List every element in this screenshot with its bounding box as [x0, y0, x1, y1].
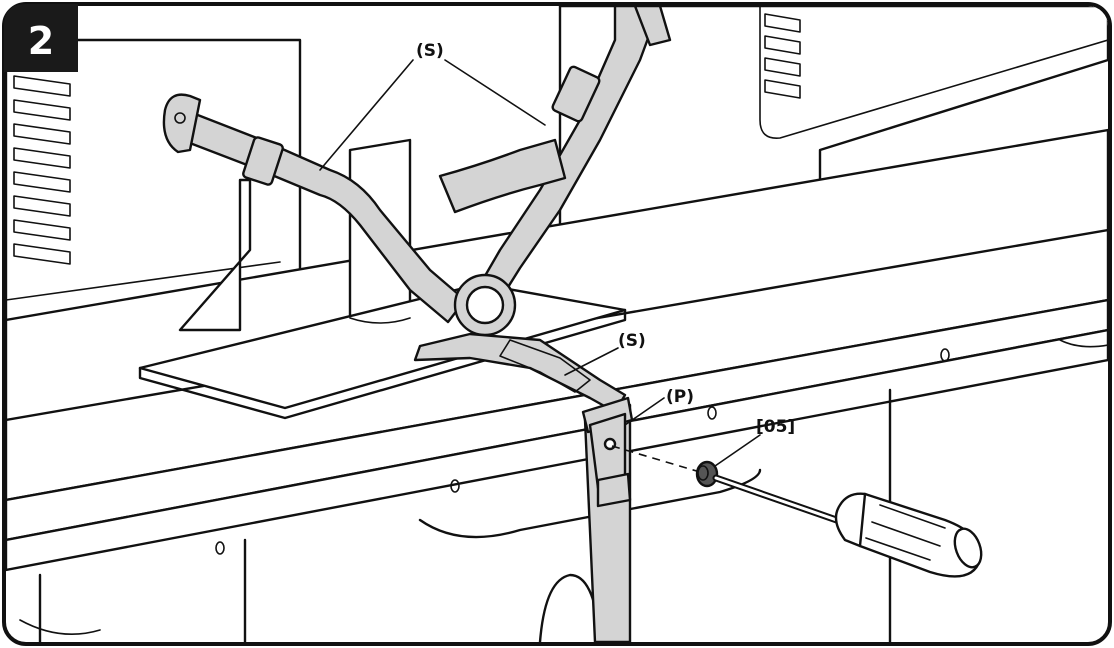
- alignment-dashed-line: [611, 445, 701, 473]
- label-strap-top: (S): [416, 41, 444, 61]
- mounting-plate: [588, 412, 632, 508]
- screwdriver: [712, 474, 983, 578]
- label-plate: (P): [666, 387, 694, 407]
- step-badge: [4, 4, 78, 72]
- desk-front-edge: [6, 298, 1108, 542]
- strap-buckle-right: [551, 65, 601, 123]
- strap-ring: [453, 273, 517, 337]
- strap-loose-end: [438, 138, 567, 214]
- screw-hole: [603, 437, 617, 451]
- strap-right: [438, 6, 672, 302]
- label-screw: [05]: [756, 417, 795, 437]
- label-strap-middle: (S): [618, 331, 646, 351]
- vent-slots-left: [13, 75, 71, 265]
- desk-lower-lip: [6, 328, 1108, 572]
- strap-buckle-lower: [499, 339, 591, 393]
- screw-05: [695, 460, 719, 488]
- step-number: 2: [28, 19, 54, 63]
- strap-buckle-left: [242, 136, 284, 186]
- vent-slots-right: [764, 13, 801, 99]
- desk-holes: [215, 348, 950, 555]
- leader-lines: [319, 59, 761, 467]
